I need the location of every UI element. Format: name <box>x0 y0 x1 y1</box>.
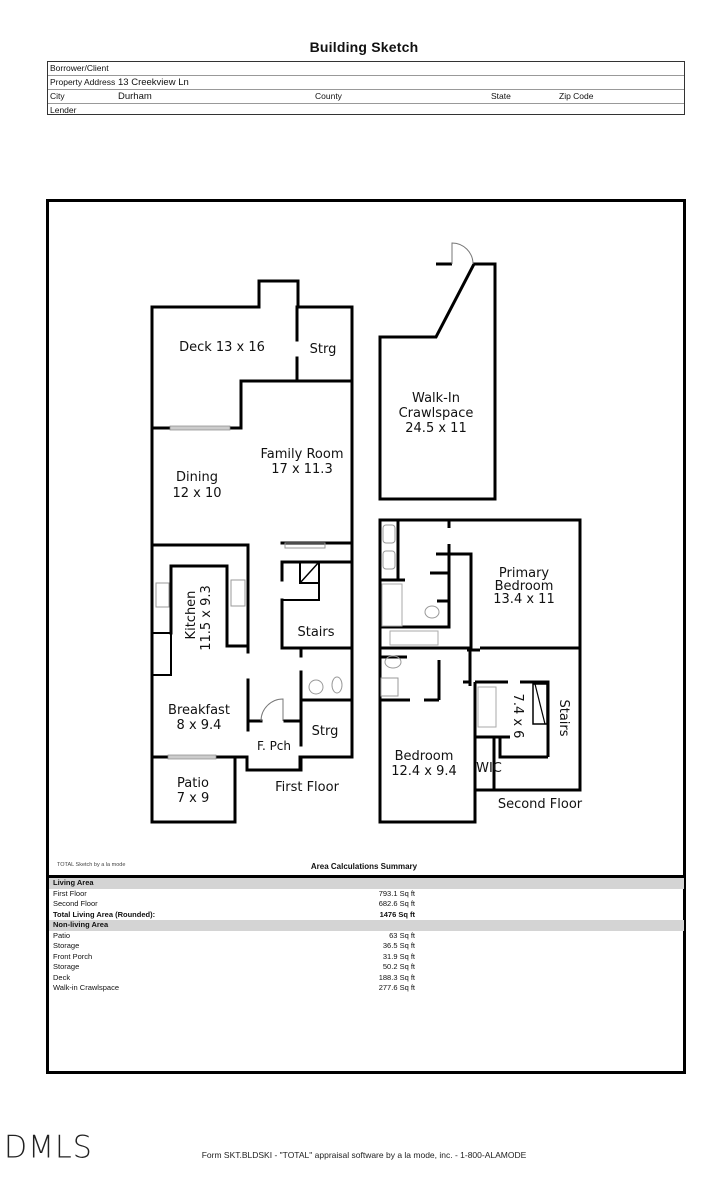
living-area-header-label: Living Area <box>53 878 94 887</box>
storage-top-label: Strg <box>310 342 337 357</box>
closet-dim: 7.4 x 6 <box>510 694 525 739</box>
total-label: Total Living Area (Rounded): <box>53 909 156 919</box>
address-label: Property Address <box>50 77 116 87</box>
kitchen-label: Kitchen <box>184 591 199 640</box>
patio-dim: 7 x 9 <box>177 791 210 806</box>
lender-row: Lender <box>48 104 684 117</box>
dining-label: Dining <box>176 470 218 485</box>
table-row: Second Floor 682.6 Sq ft <box>49 899 684 910</box>
table-row: Walk-in Crawlspace 277.6 Sq ft <box>49 983 684 994</box>
form-footer: Form SKT.BLDSKI - "TOTAL" appraisal soft… <box>201 1150 527 1160</box>
row-label: Storage <box>53 962 80 971</box>
family-room-label: Family Room <box>261 447 344 462</box>
wic-label: WIC <box>476 761 502 776</box>
address-value: 13 Creekview Ln <box>118 77 189 88</box>
row-label: Walk-in Crawlspace <box>53 983 119 992</box>
kitchen-dim: 11.5 x 9.3 <box>199 585 214 651</box>
breakfast-label: Breakfast <box>168 703 230 718</box>
primary-bedroom-dim: 13.4 x 11 <box>493 592 554 607</box>
table-row: Storage 50.2 Sq ft <box>49 962 684 973</box>
city-row: City Durham County State Zip Code <box>48 90 684 104</box>
first-floor-label: First Floor <box>275 780 339 795</box>
table-row: Front Porch 31.9 Sq ft <box>49 952 684 963</box>
dining-dim: 12 x 10 <box>172 486 221 501</box>
dmls-logo: DMLS <box>4 1129 93 1166</box>
lender-label: Lender <box>50 105 77 115</box>
stairs-first-label: Stairs <box>297 625 334 640</box>
row-label: Front Porch <box>53 951 93 961</box>
first-floor-outline <box>150 279 354 824</box>
borrower-label: Borrower/Client <box>50 63 109 73</box>
front-porch-label: F. Pch <box>257 739 291 753</box>
address-row: Property Address 13 Creekview Ln <box>48 76 684 90</box>
zip-label: Zip Code <box>559 91 594 101</box>
floor-plan: Deck 13 x 16 Strg Family Room 17 x 11.3 … <box>150 242 583 824</box>
second-floor-label: Second Floor <box>498 797 583 812</box>
city-value: Durham <box>118 91 152 102</box>
living-area-header: Living Area <box>49 878 684 889</box>
primary-bedroom-label-1: Primary <box>499 566 550 581</box>
nonliving-area-header-label: Non-living Area <box>53 920 109 929</box>
row-value: 36.5 Sq ft <box>382 941 415 950</box>
row-value: 277.6 Sq ft <box>378 983 415 992</box>
row-label: Patio <box>53 930 71 940</box>
crawlspace-label-1: Walk-In <box>412 391 460 406</box>
crawlspace-dim: 24.5 x 11 <box>405 421 466 436</box>
row-label: Storage <box>53 941 80 950</box>
nonliving-area-header: Non-living Area <box>49 920 684 931</box>
summary-title: Area Calculations Summary <box>310 862 418 871</box>
row-label: First Floor <box>53 888 87 898</box>
stairs-second-label: Stairs <box>556 699 571 736</box>
table-row: Storage 36.5 Sq ft <box>49 941 684 952</box>
row-label: Second Floor <box>53 899 98 908</box>
row-value: 31.9 Sq ft <box>382 951 415 961</box>
row-value: 793.1 Sq ft <box>378 888 415 898</box>
bedroom-label: Bedroom <box>395 749 454 764</box>
state-label: State <box>491 91 511 101</box>
crawlspace-outline <box>378 262 497 501</box>
table-row: Patio 63 Sq ft <box>49 931 684 942</box>
primary-bedroom-label-2: Bedroom <box>495 579 554 594</box>
crawlspace-label-2: Crawlspace <box>399 406 474 421</box>
borrower-row: Borrower/Client <box>48 62 684 76</box>
patio-label: Patio <box>177 776 209 791</box>
row-value: 682.6 Sq ft <box>378 899 415 908</box>
storage-bottom-label: Strg <box>312 724 339 739</box>
document-title: Building Sketch <box>309 39 419 55</box>
row-value: 188.3 Sq ft <box>378 972 415 982</box>
bedroom-dim: 12.4 x 9.4 <box>391 764 457 779</box>
city-label: City <box>50 91 65 101</box>
table-row: First Floor 793.1 Sq ft <box>49 889 684 900</box>
property-info-box: Borrower/Client Property Address 13 Cree… <box>47 61 685 115</box>
total-living-row: Total Living Area (Rounded): 1476 Sq ft <box>49 910 684 921</box>
table-row: Deck 188.3 Sq ft <box>49 973 684 984</box>
row-label: Deck <box>53 972 71 982</box>
deck-label: Deck 13 x 16 <box>179 340 265 355</box>
family-room-dim: 17 x 11.3 <box>271 462 332 477</box>
total-value: 1476 Sq ft <box>379 909 415 919</box>
sketch-credit: TOTAL Sketch by a la mode <box>57 862 126 868</box>
breakfast-dim: 8 x 9.4 <box>177 718 222 733</box>
county-label: County <box>315 91 342 101</box>
area-summary-table: Living Area First Floor 793.1 Sq ft Seco… <box>49 875 684 994</box>
sketch-frame <box>46 199 686 1074</box>
row-value: 63 Sq ft <box>389 930 415 940</box>
row-value: 50.2 Sq ft <box>382 962 415 971</box>
